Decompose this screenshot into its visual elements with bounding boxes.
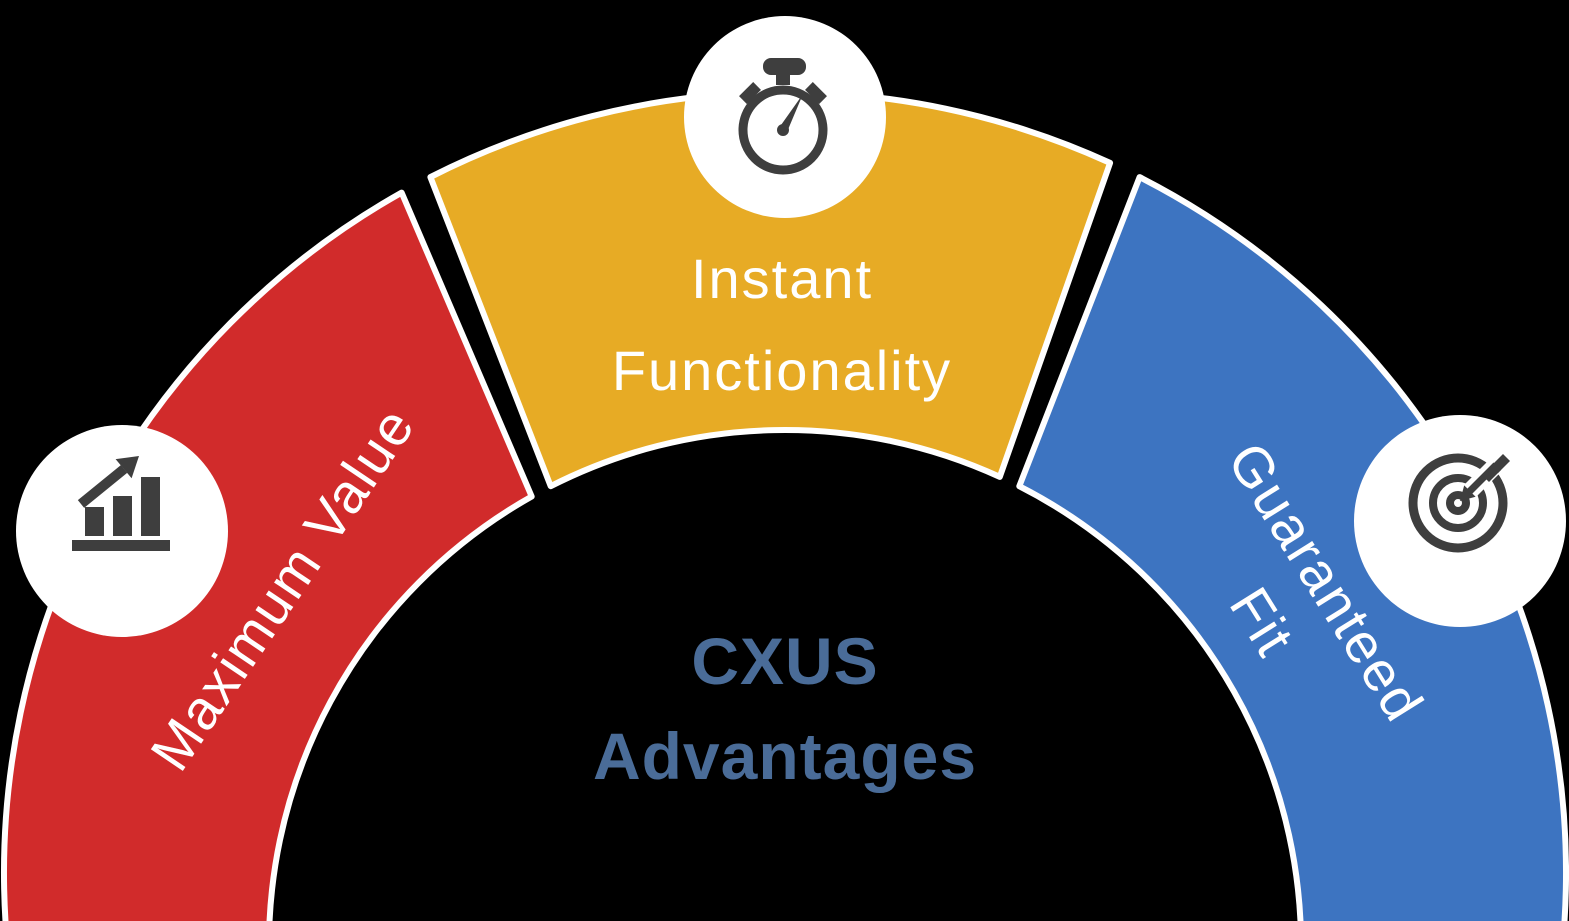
stopwatch-icon — [738, 58, 828, 175]
icon-circle-right — [1354, 415, 1566, 627]
segment-label-line1: Instant — [691, 247, 873, 310]
segment-guaranteed-fit — [1016, 174, 1569, 921]
title-line2: Advantages — [593, 719, 977, 793]
segment-maximum-value — [1, 189, 535, 921]
center-title: CXUS Advantages — [593, 624, 977, 793]
icon-circle-top — [684, 16, 886, 218]
target-icon — [1408, 452, 1510, 553]
title-line1: CXUS — [691, 624, 878, 698]
label-instant-functionality: Instant Functionality — [612, 247, 952, 402]
segment-instant-functionality — [427, 89, 1114, 490]
bar-chart-growth-icon — [72, 456, 170, 551]
segment-label-line2: Functionality — [612, 339, 952, 402]
